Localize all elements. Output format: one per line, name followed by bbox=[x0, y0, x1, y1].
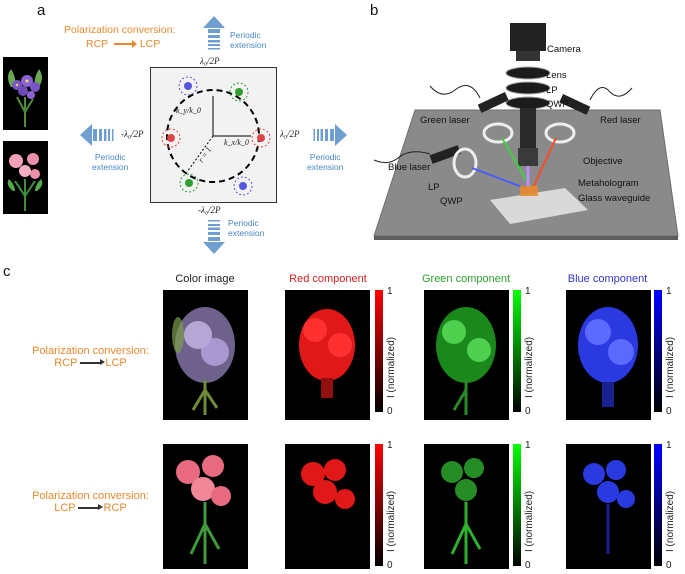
optical-setup-illustration bbox=[360, 18, 680, 240]
panel-a-polarization-line: RCP LCP bbox=[86, 38, 160, 50]
row2-green-cb-axis: I (normalized) bbox=[524, 490, 535, 552]
row1-green-colorbar bbox=[513, 290, 521, 412]
metahologram-label: Metahologram bbox=[578, 178, 639, 189]
row1-blue-cb-min: 0 bbox=[666, 406, 672, 417]
label-left-lambda: -λ₀/2P bbox=[121, 129, 144, 139]
periodic-arrow-down-icon bbox=[203, 214, 225, 254]
panel-a-letter: a bbox=[37, 2, 46, 19]
pink-flower-image bbox=[3, 141, 48, 214]
row1-red-cb-axis: I (normalized) bbox=[386, 336, 397, 398]
row2-green-colorbar bbox=[513, 444, 521, 566]
label-top-lambda: λ₀/2P bbox=[200, 56, 220, 66]
row2-red-colorbar bbox=[375, 444, 383, 566]
blue-laser-label: Blue laser bbox=[388, 162, 431, 173]
row2-blue-cb-max: 1 bbox=[666, 440, 672, 451]
row1-green-image bbox=[424, 290, 509, 420]
row2-green-cb-min: 0 bbox=[525, 560, 531, 571]
panel-b-letter: b bbox=[370, 2, 379, 19]
qwp-left-label: QWP bbox=[440, 196, 463, 207]
row2-polarization-label: Polarization conversion: LCP RCP bbox=[32, 490, 149, 514]
row2-color-image bbox=[163, 444, 248, 569]
label-right-lambda: λ₀/2P bbox=[280, 129, 300, 139]
header-red-component: Red component bbox=[289, 273, 367, 285]
rcp-text: RCP bbox=[86, 38, 108, 50]
row2-red-image bbox=[285, 444, 370, 569]
glass-waveguide-label: Glass waveguide bbox=[578, 193, 651, 204]
row1-blue-colorbar bbox=[654, 290, 662, 412]
row2-green-image bbox=[424, 444, 509, 569]
row2-blue-image bbox=[566, 444, 651, 569]
row1-red-colorbar bbox=[375, 290, 383, 412]
camera-label: Camera bbox=[547, 44, 581, 55]
arrow-right-icon bbox=[113, 40, 137, 49]
row2-blue-cb-min: 0 bbox=[666, 560, 672, 571]
purple-flower-image bbox=[3, 57, 48, 130]
row1-red-image bbox=[285, 290, 370, 420]
row2-green-cb-max: 1 bbox=[525, 440, 531, 451]
row2-rcp: RCP bbox=[103, 502, 127, 514]
lcp-text: LCP bbox=[139, 38, 161, 50]
row1-color-image bbox=[163, 290, 248, 420]
row1-blue-image bbox=[566, 290, 651, 420]
arrow-right-icon bbox=[78, 504, 104, 511]
k-space-box bbox=[150, 67, 277, 203]
row1-green-cb-min: 0 bbox=[525, 406, 531, 417]
row1-green-cb-max: 1 bbox=[525, 286, 531, 297]
row2-lcp: LCP bbox=[54, 502, 76, 514]
panel-c-letter: c bbox=[3, 263, 11, 280]
row1-blue-cb-axis: I (normalized) bbox=[665, 336, 676, 398]
lp-left-label: LP bbox=[428, 182, 440, 193]
row2-red-cb-max: 1 bbox=[387, 440, 393, 451]
label-bottom-lambda: -λ₀/2P bbox=[198, 205, 221, 215]
row1-red-cb-max: 1 bbox=[387, 286, 393, 297]
periodic-arrow-left-icon bbox=[80, 124, 120, 146]
header-green-component: Green component bbox=[421, 273, 511, 285]
row1-lcp: LCP bbox=[105, 357, 127, 369]
row2-blue-cb-axis: I (normalized) bbox=[665, 490, 676, 552]
lens-label: Lens bbox=[546, 70, 567, 81]
row1-polarization-label: Polarization conversion: RCP LCP bbox=[32, 345, 149, 369]
row1-blue-cb-max: 1 bbox=[666, 286, 672, 297]
ky-label: k_y/k_0 bbox=[176, 106, 201, 115]
panel-a-polarization-title: Polarization conversion: bbox=[64, 24, 176, 36]
row1-rcp: RCP bbox=[54, 357, 78, 369]
lp-top-label: LP bbox=[546, 85, 558, 96]
row1-red-cb-min: 0 bbox=[387, 406, 393, 417]
header-blue-component: Blue component bbox=[567, 273, 648, 285]
row2-blue-colorbar bbox=[654, 444, 662, 566]
objective-label: Objective bbox=[583, 156, 623, 167]
kx-label: k_x/k_0 bbox=[224, 138, 249, 147]
periodic-arrow-up-icon bbox=[203, 16, 225, 56]
green-laser-label: Green laser bbox=[420, 115, 470, 126]
red-laser-label: Red laser bbox=[600, 115, 641, 126]
row1-green-cb-axis: I (normalized) bbox=[524, 336, 535, 398]
row2-red-cb-min: 0 bbox=[387, 560, 393, 571]
arrow-right-icon bbox=[80, 359, 106, 366]
periodic-arrow-right-icon bbox=[307, 124, 347, 146]
header-color-image: Color image bbox=[175, 273, 235, 285]
row2-red-cb-axis: I (normalized) bbox=[386, 490, 397, 552]
qwp-top-label: QWP bbox=[546, 99, 569, 110]
